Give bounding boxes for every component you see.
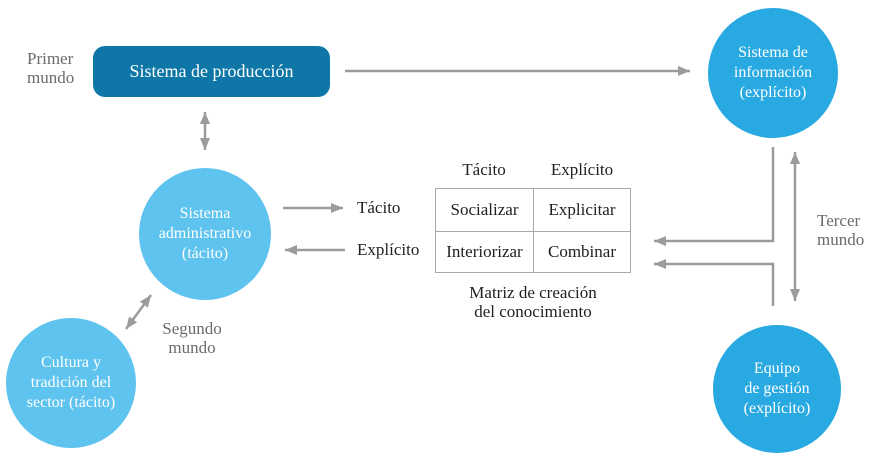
node-label-line: (explícito) (739, 84, 807, 101)
node-label-line: (explícito) (743, 400, 811, 417)
node-label-line: administrativo (158, 225, 252, 242)
label-line: mundo (817, 230, 865, 249)
matrix-header-explicito: Explícito (550, 160, 614, 179)
node-label-line: Equipo (753, 360, 801, 377)
label-primer-mundo: Primer mundo (27, 49, 93, 87)
knowledge-matrix-table: Socializar Explicitar Interiorizar Combi… (435, 188, 631, 273)
node-label-line: Cultura y (41, 354, 101, 371)
node-equipo-gestion: Equipo de gestión (explícito) (713, 325, 841, 453)
matrix-cell-combinar: Combinar (533, 231, 630, 272)
label-segundo-mundo: Segundo mundo (152, 319, 232, 357)
matrix-cell-socializar: Socializar (450, 200, 519, 219)
node-label-line: Sistema de (738, 44, 808, 61)
caption-line: Matriz de creación (469, 283, 597, 302)
label-line: mundo (168, 338, 216, 357)
node-label: Sistema de producción (129, 61, 294, 81)
caption-line: del conocimiento (474, 302, 592, 321)
matrix-column-headers: Tácito Explícito (435, 160, 631, 180)
node-sistema-produccion: Sistema de producción (93, 46, 330, 97)
flow-label-text: Explícito (357, 240, 420, 259)
arrow-management-to-matrix (654, 259, 775, 306)
node-label-line: de gestión (744, 380, 810, 397)
arrow-administrative-culture-bidirectional (124, 294, 153, 330)
label-line: Segundo (162, 319, 222, 338)
matrix-header-tacito: Tácito (462, 160, 506, 179)
node-sistema-administrativo: Sistema administrativo (tácito) (139, 168, 271, 300)
label-line: Primer (27, 49, 74, 68)
flow-label-explicito: Explícito (357, 240, 419, 260)
node-cultura-tradicion: Cultura y tradición del sector (tácito) (6, 318, 136, 448)
node-label-line: tradición del (30, 374, 112, 391)
node-label-line: (tácito) (181, 245, 229, 262)
label-line: mundo (27, 68, 75, 87)
node-label-line: Sistema (179, 205, 231, 222)
flow-label-tacito: Tácito (357, 198, 400, 218)
flow-label-text: Tácito (357, 198, 401, 217)
matrix-cell-interiorizar: Interiorizar (436, 231, 533, 272)
node-label-line: sector (tácito) (26, 394, 116, 411)
arrow-information-to-matrix (654, 147, 775, 246)
matrix-cell-explicitar: Explicitar (533, 189, 630, 231)
matrix-caption: Matriz de creación del conocimiento (435, 283, 631, 321)
label-tercer-mundo: Tercer mundo (817, 211, 875, 249)
label-line: Tercer (817, 211, 861, 230)
node-sistema-informacion: Sistema de información (explícito) (708, 8, 838, 138)
node-label-line: información (733, 64, 813, 81)
